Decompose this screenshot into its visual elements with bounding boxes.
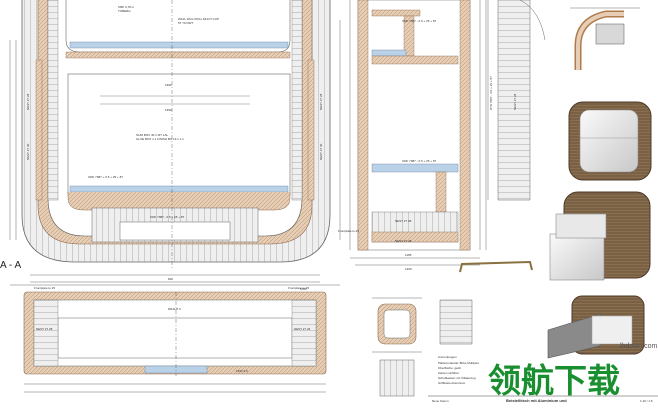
note-0: Plattenmaterial: Birke Multiplex — [438, 361, 480, 365]
elevation-view: Frontplate to 25 Frontplate to 25 NEST 2… — [10, 284, 340, 393]
plan-dim-mid: 1990 — [165, 108, 172, 112]
plan-dim-bottom-right: 1000 — [300, 287, 307, 291]
watermark-url: lhdown.com — [620, 343, 658, 350]
elevation-bottom-label: 1490 3.5 — [236, 369, 248, 373]
plan-center-note-1: SLIM BOX 40 1 MT LAL — [136, 133, 168, 137]
plan-view: OBF 0,78 m TOBERG WALL WLG ROLL MULTI CU… — [9, 0, 341, 291]
elevation-center-label: DRAHT 6 — [168, 307, 181, 311]
plan-dim-top: 1990 — [165, 83, 172, 87]
strip-label-2: NEST 27 28 — [513, 93, 517, 110]
note-1: Oberfläche: geölt — [438, 366, 461, 370]
title-drawn-by: Rene Kamm — [432, 399, 449, 403]
render-open — [549, 191, 651, 281]
corner-detail — [570, 7, 640, 70]
plan-note-center-2: 5T 79 DWT — [178, 21, 193, 25]
detail-dim-1: 1185 — [405, 253, 412, 257]
elevation-title-left: Frontplate to 25 — [34, 286, 55, 290]
detail-label-3: NEST 27 28 — [395, 219, 412, 223]
elevation-left-label: NEST 27 28 — [36, 327, 53, 331]
handle-bar — [459, 260, 533, 273]
section-label: A - A — [0, 260, 21, 271]
vertical-strip: DTK 7987 - 4.0 + 26 + 87 NEST 27 28 — [487, 0, 546, 201]
render-closed — [568, 101, 652, 181]
plan-right-label-1: NEST 27 28 — [319, 93, 323, 110]
plan-center-note-2: GLUE BOX 1.1 FINISH BO 12.1 1.1 — [136, 137, 184, 141]
watermark-text: 领航下载 — [488, 361, 620, 400]
detail-label-5: Frontplate to 25 — [338, 229, 359, 233]
note-3: Schubkasten mit Vollauszug — [438, 376, 476, 380]
plan-note-left-2: TOBERG — [118, 9, 131, 13]
notes-title: Anmerkungen — [438, 355, 457, 359]
section-detail: ORF 7987 - 0.5 + 25 + 87 ORF 7987 - 0.5 … — [338, 0, 487, 271]
elevation-title-right: Frontplate to 25 — [288, 286, 309, 290]
plan-bottom-label: ORF 7987 - 0.5 + 25 + 87 — [150, 215, 185, 219]
plan-dim-bottom: 600 — [168, 277, 173, 281]
elevation-right-label: NEST 27 26 — [294, 327, 311, 331]
plan-left-label-1: NEST 27 28 — [26, 93, 30, 110]
title-text: Beistelltisch mit Aluminium und — [506, 398, 567, 403]
plan-note-center: WALL WLG ROLL MULTI CUP — [178, 17, 219, 21]
render-drawer — [547, 295, 645, 359]
detail-label-1: ORF 7987 - 0.5 + 25 + 87 — [402, 19, 437, 23]
title-scale: 1:10 / 1:5 — [640, 399, 653, 403]
plan-note-left: OBF 0,78 m — [118, 5, 135, 9]
note-2: Kanten sichtbar — [438, 371, 459, 375]
plan-left-label-2: NEST 27 30 — [26, 143, 30, 160]
strip-label-1: DTK 7987 - 4.0 + 26 + 87 — [489, 76, 493, 110]
note-4: Griffleiste Aluminium — [438, 381, 466, 385]
small-details — [372, 297, 473, 397]
notes-block: Anmerkungen Plattenmaterial: Birke Multi… — [438, 355, 480, 385]
plan-lower-note: ORF 7987 + 0.5 + 25 + 87 — [88, 175, 123, 179]
title-block: Rene Kamm Beistelltisch mit Aluminium un… — [428, 395, 658, 403]
detail-label-4: NEST 27 28 — [395, 239, 412, 243]
plan-right-label-2: NEST 27 30 — [319, 143, 323, 160]
detail-label-2: ORF 7987 - 0.5 + 25 + 87 — [402, 159, 437, 163]
detail-dim-2: 1200 — [405, 267, 412, 271]
watermark: lhdown.com 领航下载 — [488, 343, 658, 400]
